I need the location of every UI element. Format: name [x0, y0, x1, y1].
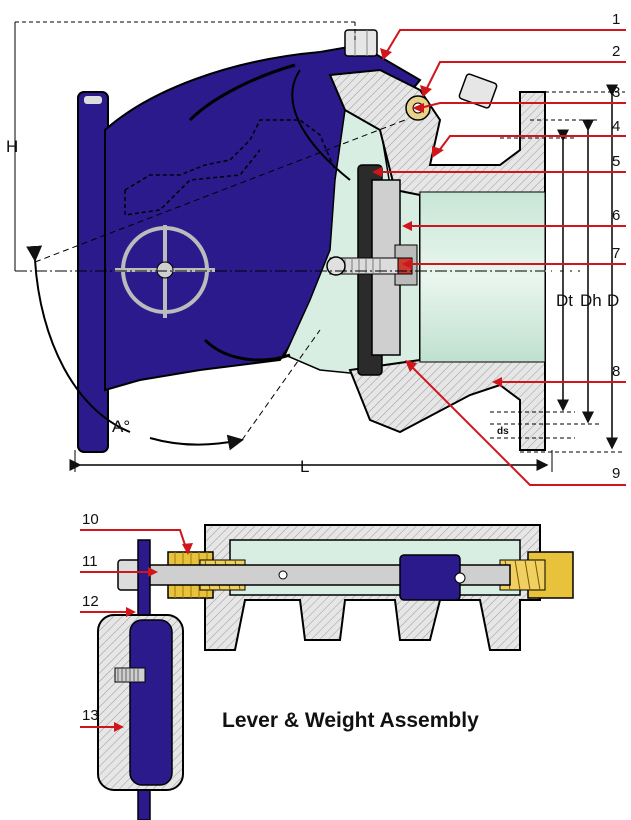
callout-numbers-bottom: 10 11 12 13: [82, 511, 99, 724]
callout-leaders: [380, 29, 626, 486]
callout-7: 7: [612, 245, 620, 262]
callout-11: 11: [82, 553, 98, 570]
callout-2: 2: [612, 43, 620, 60]
callout-arrowheads-bottom: [114, 543, 193, 732]
callout-13: 13: [82, 707, 99, 724]
bonnet-bolt-left: [344, 29, 378, 57]
dim-H: H: [6, 137, 18, 156]
valve-section: [15, 29, 600, 453]
dimension-lines: [14, 21, 625, 472]
dim-D: D: [607, 291, 619, 310]
callout-10: 10: [82, 511, 99, 528]
dimension-labels: H A° L Dt Dh D ds: [6, 137, 619, 476]
hidden-outline: [124, 119, 336, 216]
callout-8: 8: [612, 363, 620, 380]
disc-assembly: [326, 164, 418, 376]
shaft-block: [399, 554, 461, 601]
dim-ds: ds: [497, 426, 509, 437]
callout-arrowheads: [372, 48, 502, 387]
dim-Dh: Dh: [580, 291, 602, 310]
callout-3: 3: [612, 84, 620, 101]
left-flange: [77, 91, 109, 453]
lever-arm: [291, 69, 351, 181]
callout-9: 9: [612, 465, 620, 482]
dim-A: A°: [112, 417, 130, 436]
bore: [419, 191, 546, 363]
callout-12: 12: [82, 593, 99, 610]
dim-L: L: [300, 457, 309, 476]
callout-leaders-bottom: [80, 529, 187, 728]
callout-5: 5: [612, 153, 620, 170]
callout-6: 6: [612, 207, 620, 224]
lever-weight-assembly: [97, 524, 574, 820]
callout-1: 1: [612, 11, 620, 28]
callout-numbers: 1 2 3 4 5 6 7 8 9: [612, 11, 620, 482]
assembly-caption: Lever & Weight Assembly: [222, 709, 479, 732]
callout-4: 4: [612, 118, 620, 135]
dim-Dt: Dt: [556, 291, 573, 310]
